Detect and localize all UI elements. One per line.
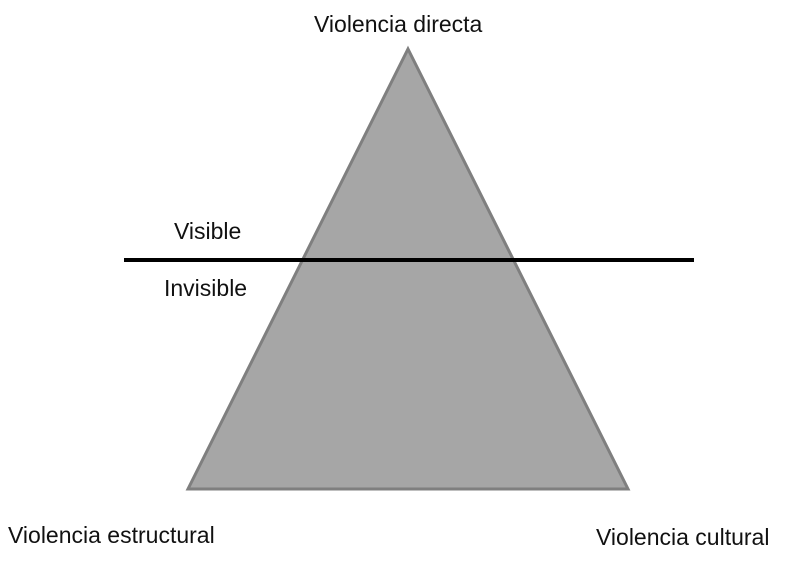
invisible-label: Invisible [164, 275, 248, 301]
vertex-label-structural-violence: Violencia estructural [8, 522, 215, 548]
visible-label: Visible [174, 218, 242, 244]
vertex-label-direct-violence: Violencia directa [314, 11, 483, 37]
triangle-shape [185, 45, 631, 491]
vertex-label-cultural-violence: Violencia cultural [596, 524, 770, 550]
